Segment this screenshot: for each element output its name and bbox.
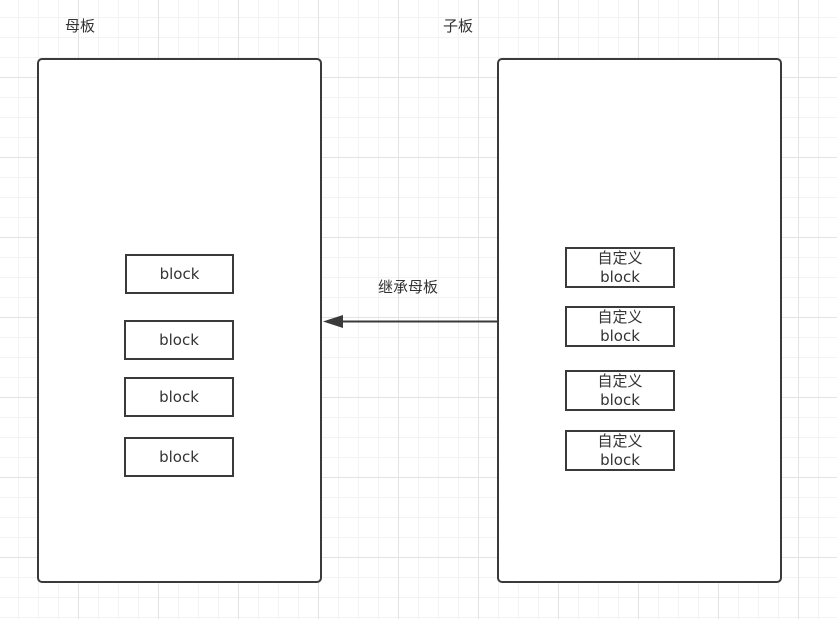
- mother-block-label: block: [159, 330, 199, 349]
- custom-block[interactable]: 自定义 block: [565, 370, 675, 411]
- inherit-label: 继承母板: [378, 278, 439, 296]
- mother-block-label: block: [159, 264, 200, 283]
- mother-block[interactable]: block: [124, 437, 234, 477]
- custom-block-line2: block: [600, 390, 640, 409]
- custom-block-line2: block: [600, 267, 640, 286]
- mother-block-label: block: [159, 387, 199, 406]
- child-board-title: 子板: [443, 17, 474, 35]
- custom-block[interactable]: 自定义 block: [565, 430, 675, 471]
- custom-block-line1: 自定义: [597, 307, 643, 326]
- custom-block-line1: 自定义: [597, 431, 643, 450]
- inherit-arrowhead: [323, 315, 343, 328]
- mother-block[interactable]: block: [125, 254, 234, 294]
- mother-board-title: 母板: [65, 17, 96, 35]
- mother-block[interactable]: block: [124, 320, 234, 360]
- custom-block[interactable]: 自定义 block: [565, 306, 675, 347]
- custom-block-line1: 自定义: [597, 371, 643, 390]
- mother-block[interactable]: block: [124, 377, 234, 417]
- custom-block-line2: block: [600, 326, 640, 345]
- custom-block-line1: 自定义: [597, 248, 643, 267]
- custom-block-line2: block: [600, 450, 640, 469]
- mother-block-label: block: [159, 447, 199, 466]
- custom-block[interactable]: 自定义 block: [565, 247, 675, 288]
